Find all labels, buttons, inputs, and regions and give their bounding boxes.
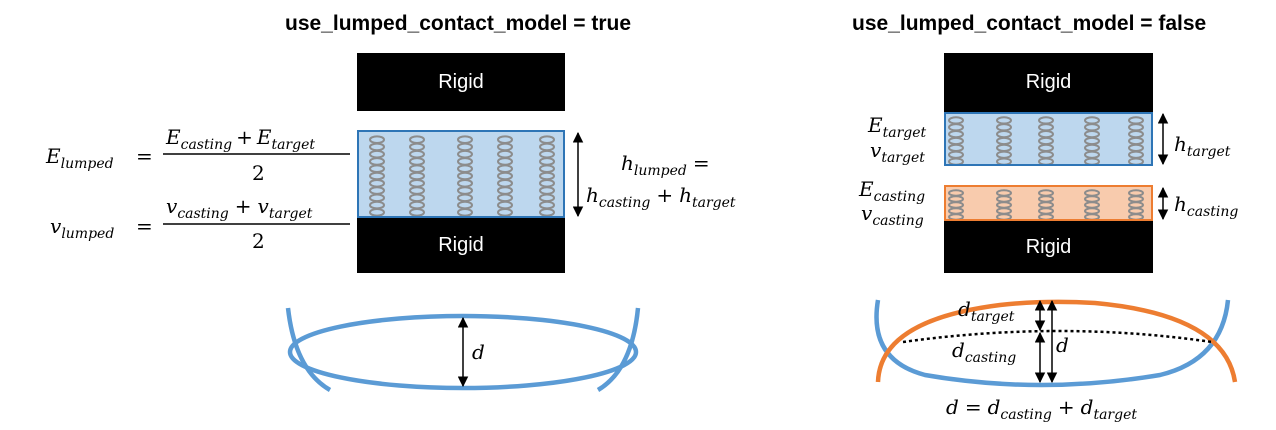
- right-rigid-top: Rigid: [944, 53, 1153, 112]
- spring-coil: [539, 208, 555, 216]
- h-lumped-rhs: hcasting+htarget: [586, 183, 736, 211]
- e-numerator: Ecasting+Etarget: [165, 125, 315, 153]
- spring-coil: [457, 208, 473, 216]
- e-target-label: Etarget: [867, 113, 927, 141]
- left-lower-arc-left: [285, 307, 332, 392]
- right-title: use_lumped_contact_model = false: [852, 12, 1207, 35]
- v-denominator: 2: [252, 229, 265, 253]
- h-casting-label: hcasting: [1174, 192, 1238, 220]
- spring-coil: [1128, 157, 1144, 164]
- d-sum-equation: d=dcasting+dtarget: [946, 395, 1137, 423]
- v-casting-label: vcasting: [861, 201, 924, 229]
- right-dotted-midline: [902, 329, 1213, 344]
- spring-coil: [1038, 157, 1054, 164]
- spring-coil: [497, 208, 513, 216]
- e-denominator: 2: [252, 161, 265, 185]
- spring-coil: [996, 157, 1012, 164]
- e-eq-sign: =: [136, 144, 153, 168]
- spring-coil: [948, 157, 964, 164]
- spring-coil: [409, 208, 425, 216]
- v-target-label: vtarget: [870, 138, 925, 166]
- left-rigid-top: Rigid: [357, 53, 565, 111]
- right-rigid-bottom: Rigid: [944, 221, 1153, 273]
- spring-coil: [948, 213, 964, 219]
- left-springs: [369, 135, 555, 216]
- spring-coil: [1084, 213, 1100, 219]
- d-casting-label: dcasting: [952, 338, 1016, 366]
- spring-coil: [369, 208, 385, 216]
- v-numerator: vcasting+vtarget: [166, 194, 313, 222]
- d-target-label: dtarget: [958, 297, 1015, 325]
- left-rigid-top-label: Rigid: [438, 70, 484, 93]
- v-eq-sign: =: [136, 214, 153, 238]
- d-total-label: d: [1056, 333, 1069, 357]
- right-target-springs: [948, 116, 1144, 164]
- spring-coil: [1128, 213, 1144, 219]
- right-target-layer: [944, 112, 1153, 166]
- left-lower-arc-right: [596, 307, 641, 392]
- spring-coil: [996, 213, 1012, 219]
- v-lumped-symbol: vlumped: [50, 214, 114, 242]
- left-d-label: d: [472, 340, 485, 364]
- right-casting-layer: [944, 185, 1153, 221]
- left-rigid-bottom-label: Rigid: [438, 234, 484, 256]
- e-lumped-symbol: Elumped: [45, 144, 114, 172]
- spring-coil: [1084, 157, 1100, 164]
- right-casting-springs: [948, 189, 1144, 219]
- h-target-label: htarget: [1174, 132, 1231, 160]
- right-rigid-bottom-label: Rigid: [1025, 235, 1072, 258]
- spring-coil: [1038, 213, 1054, 219]
- left-upper-ellipse: [287, 313, 639, 391]
- right-rigid-top-label: Rigid: [1025, 71, 1072, 93]
- left-title: use_lumped_contact_model = true: [285, 12, 632, 35]
- left-rigid-bottom: Rigid: [357, 218, 565, 273]
- h-lumped-symbol: hlumped=: [621, 151, 710, 179]
- right-orange-curve: [875, 299, 1238, 383]
- left-lumped-layer: [357, 130, 565, 218]
- e-casting-label: Ecasting: [858, 177, 925, 205]
